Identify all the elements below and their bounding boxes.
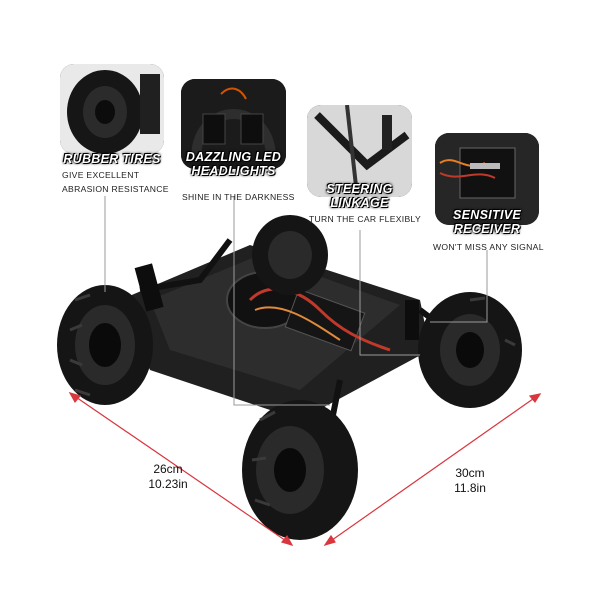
length-arrow-start bbox=[323, 534, 336, 547]
wheel-rear-right bbox=[418, 292, 522, 408]
width-line bbox=[69, 392, 293, 546]
shock-rear bbox=[405, 300, 419, 340]
feature-title-line: LINKAGE bbox=[330, 196, 389, 210]
feature-title-rubber-tires: RUBBER TIRES bbox=[63, 152, 161, 166]
red-wire bbox=[248, 287, 391, 352]
length-in: 11.8in bbox=[454, 481, 486, 495]
orange-wire bbox=[254, 306, 341, 341]
callout-lines bbox=[104, 196, 488, 406]
width-cm: 26cm bbox=[153, 462, 183, 476]
headlights-closeup-panel bbox=[181, 79, 286, 169]
callout-headlights bbox=[233, 196, 330, 406]
width-in: 10.23in bbox=[148, 477, 188, 491]
esc-box bbox=[284, 288, 366, 352]
feature-title-line: RUBBER TIRES bbox=[63, 152, 161, 166]
feature-caption-led-headlights: SHINE IN THE DARKNESS bbox=[182, 190, 295, 204]
feature-title-line: STEERING bbox=[326, 182, 393, 196]
receiver-closeup-panel bbox=[435, 133, 539, 225]
length-dimension-label: 30cm 11.8in bbox=[440, 466, 500, 496]
width-arrow-end bbox=[280, 534, 294, 546]
caption-line: TURN THE CAR FLEXIBLY bbox=[309, 214, 421, 224]
caption-line: SHINE IN THE DARKNESS bbox=[182, 192, 295, 202]
length-cm: 30cm bbox=[455, 466, 485, 480]
dimension-lines bbox=[68, 392, 542, 547]
callout-steering bbox=[359, 230, 420, 356]
tread-marks bbox=[69, 293, 516, 507]
feature-title-led-headlights: DAZZLING LED HEADLIGHTS bbox=[181, 150, 286, 178]
headlights-closeup-image bbox=[181, 79, 286, 169]
rc-truck-illustration bbox=[57, 215, 522, 540]
shock-front bbox=[134, 263, 164, 312]
tire-closeup-panel bbox=[60, 64, 164, 154]
feature-title-steering-linkage: STEERING LINKAGE bbox=[307, 182, 412, 210]
feature-caption-steering-linkage: TURN THE CAR FLEXIBLY bbox=[309, 212, 421, 226]
feature-caption-sensitive-receiver: WON'T MISS ANY SIGNAL bbox=[433, 240, 544, 254]
feature-title-line: SENSITIVE bbox=[453, 208, 521, 222]
steering-closeup-image bbox=[307, 105, 412, 197]
feature-caption-rubber-tires: GIVE EXCELLENT ABRASION RESISTANCE bbox=[62, 168, 169, 196]
width-dimension-label: 26cm 10.23in bbox=[138, 462, 198, 492]
feature-title-sensitive-receiver: SENSITIVE RECEIVER bbox=[435, 208, 539, 236]
steering-closeup-panel bbox=[307, 105, 412, 197]
front-arm bbox=[139, 238, 233, 293]
feature-title-line: DAZZLING LED bbox=[185, 150, 282, 164]
caption-line: GIVE EXCELLENT bbox=[62, 170, 140, 180]
receiver-closeup-image bbox=[435, 133, 539, 225]
length-arrow-end bbox=[528, 393, 542, 404]
callout-receiver bbox=[430, 250, 488, 323]
length-line bbox=[324, 393, 541, 546]
wheel-front-left bbox=[57, 285, 153, 405]
wheel-rear-left bbox=[242, 400, 358, 540]
feature-title-line: HEADLIGHTS bbox=[191, 164, 276, 178]
feature-title-line: RECEIVER bbox=[453, 222, 521, 236]
width-arrow-start bbox=[68, 392, 82, 404]
caption-line: ABRASION RESISTANCE bbox=[62, 184, 169, 194]
caption-line: WON'T MISS ANY SIGNAL bbox=[433, 242, 544, 252]
wheel-front-right bbox=[252, 215, 328, 295]
tire-closeup-image bbox=[60, 64, 164, 154]
